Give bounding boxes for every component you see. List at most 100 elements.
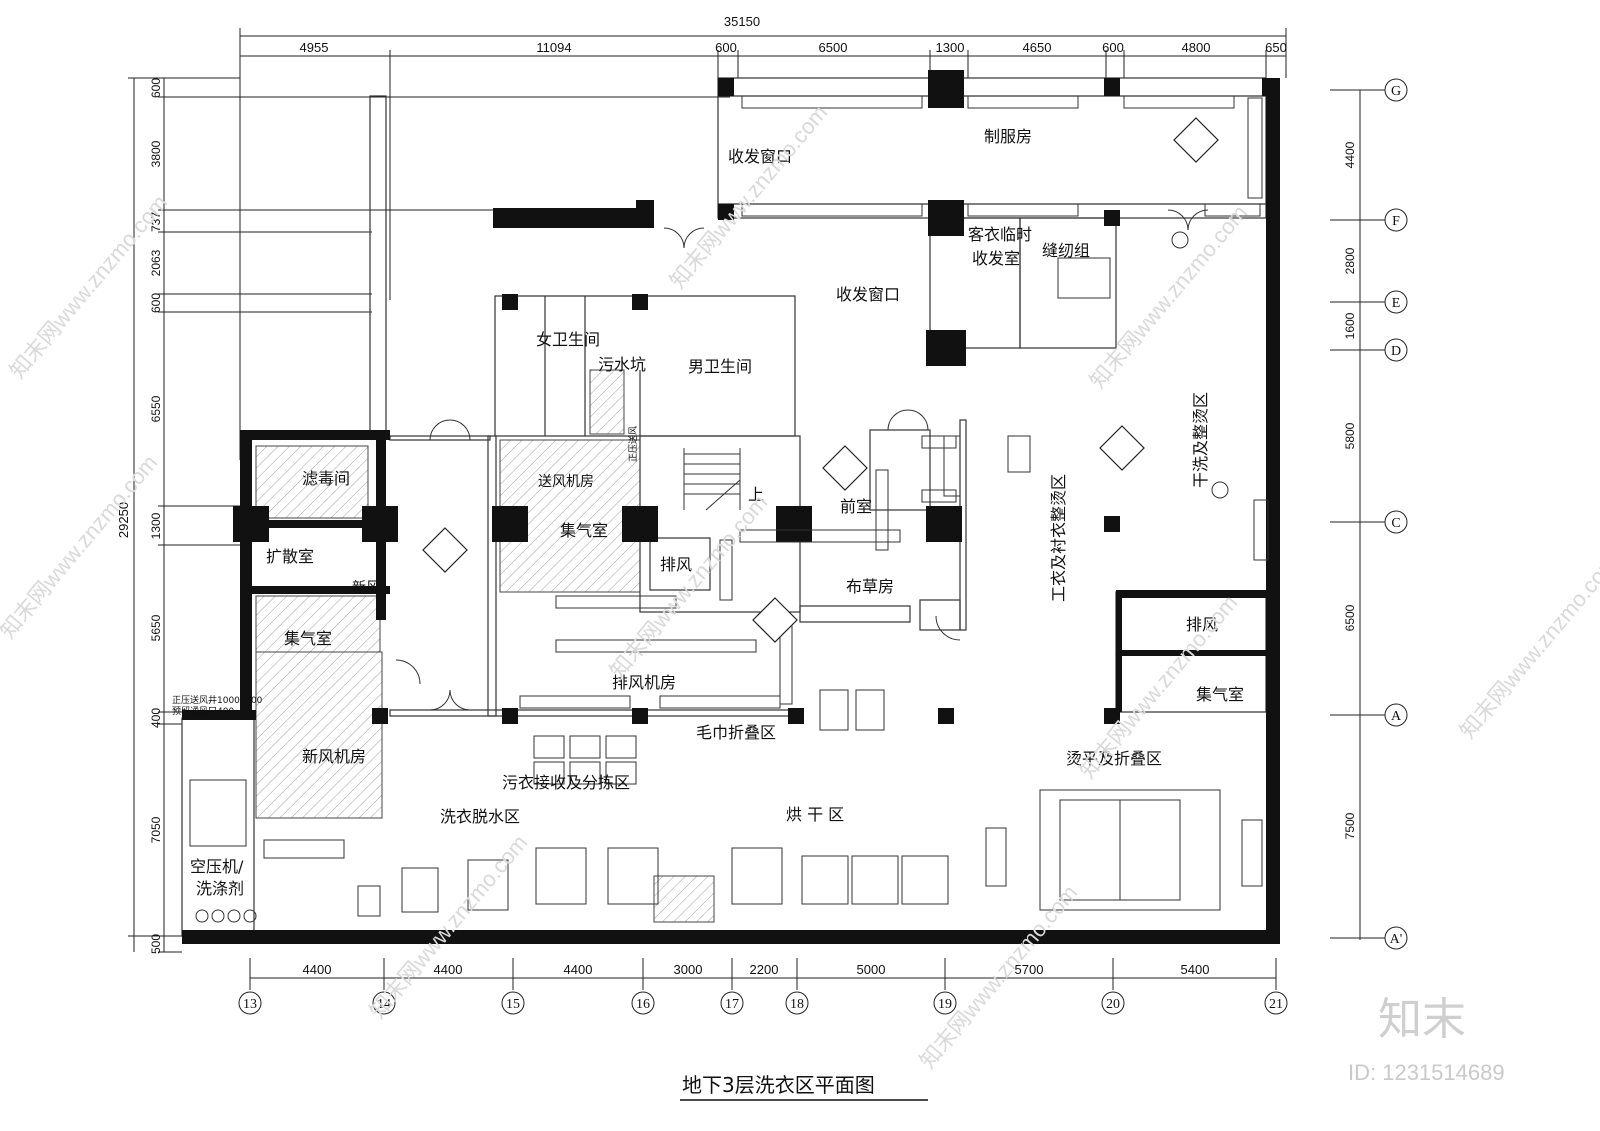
left-dim-4: 2063 [149,249,163,276]
left-dim-6: 6550 [149,395,163,422]
label-towel-fold: 毛巾折叠区 [696,723,776,742]
axis-20: 20 [1106,997,1120,1012]
label-duct-3: 预留通风口400 [172,705,234,717]
label-work-uniform: 工衣及衬衣整烫区 [1049,474,1068,602]
label-exhaust-1: 排风 [660,555,692,574]
label-compressor: 空压机/ [190,857,244,876]
top-dims: 4955 11094 600 6500 1300 4650 600 4800 6… [300,40,1287,55]
right-dim-5: 6500 [1343,604,1357,631]
bottom-dim-4: 3000 [674,962,703,977]
brand-logo: 知末 [1378,994,1466,1045]
axis-a: A [1391,709,1402,724]
top-dim-9: 650 [1265,40,1287,55]
racks [519,95,1263,709]
label-dirty-sort: 污衣接收及分拣区 [502,773,630,792]
right-axis-bubbles [1384,78,1408,950]
left-dim-8: 5650 [149,614,163,641]
axis-19: 19 [938,997,952,1012]
left-dim-9: 400 [149,708,163,728]
left-dim-1: 600 [149,78,163,98]
overall-width-dim: 35150 [724,14,760,29]
label-filter-room: 滤毒间 [302,469,350,488]
left-dim-2: 3800 [149,140,163,167]
label-sewage-pit: 污水坑 [598,355,646,374]
axis-16: 16 [636,997,650,1012]
right-dims: 4400 2800 1600 5800 6500 7500 [1343,141,1357,839]
label-exhaust-fan-room: 排风机房 [612,673,676,692]
axis-a-prime: A' [1390,932,1403,947]
label-dry-area: 烘 干 区 [786,805,844,824]
asset-id: ID: 1231514689 [1348,1060,1505,1085]
label-diffuse-room: 扩散室 [266,547,314,566]
left-dims: 600 3800 737 2063 600 6550 1300 5650 400… [149,78,163,954]
bottom-dim-5: 2200 [750,962,779,977]
label-fresh-air: 新风 [352,580,380,596]
label-gas-collect-3: 集气室 [1196,685,1244,704]
axis-13: 13 [243,997,257,1012]
top-dim-4: 6500 [819,40,848,55]
bottom-axis-bubbles [238,991,1288,1015]
top-dim-3: 600 [715,40,737,55]
bottom-dim-1: 4400 [303,962,332,977]
top-dim-2: 11094 [536,40,571,55]
axis-g: G [1391,84,1401,99]
top-dim-8: 4800 [1182,40,1211,55]
right-dim-2: 2800 [1343,247,1357,274]
label-women-wc: 女卫生间 [536,330,600,349]
doors [395,209,1209,711]
left-dim-11: 500 [149,934,163,954]
label-detergent: 洗涤剂 [196,879,244,898]
bottom-dims: 4400 4400 4400 3000 2200 5000 5700 5400 [303,962,1210,977]
label-gas-collect-2: 集气室 [284,629,332,648]
drawing-title: 地下3层洗衣区平面图 [682,1073,875,1097]
left-dim-5: 600 [149,293,163,313]
bottom-dim-2: 4400 [434,962,463,977]
bottom-dim-8: 5400 [1181,962,1210,977]
label-men-wc: 男卫生间 [688,357,752,376]
bottom-dim-6: 5000 [857,962,886,977]
top-dim-1: 4955 [300,40,329,55]
label-guest-temp-2: 收发室 [972,249,1020,268]
label-fresh-air-room: 新风机房 [302,747,366,766]
bottom-dim-3: 4400 [564,962,593,977]
right-dim-3: 1600 [1343,312,1357,339]
room-labels: 制服房 收发窗口 客衣临时 收发室 缝纫组 收发窗口 女卫生间 污水坑 男卫生间… [172,127,1244,898]
top-dim-6: 4650 [1023,40,1052,55]
axis-14: 14 [377,997,391,1012]
axis-e: E [1392,296,1401,311]
top-dim-5: 1300 [936,40,965,55]
label-gas-collect-1: 集气室 [560,521,608,540]
left-dim-7: 1300 [149,512,163,539]
label-exhaust-2: 排风 [1186,615,1218,634]
top-dim-7: 600 [1102,40,1124,55]
dimension-lines [128,28,1385,990]
watermark-3: 知末网www.znzmo.com [665,100,833,293]
label-wash-area: 洗衣脱水区 [440,807,520,826]
watermark-2: 知末网www.znzmo.com [0,450,162,643]
axis-d: D [1391,344,1401,359]
label-guest-temp: 客衣临时 [968,225,1032,244]
watermark-8: 知末网www.znzmo.com [915,880,1083,1073]
axis-21: 21 [1269,997,1283,1012]
axis-c: C [1391,516,1400,531]
label-sewing: 缝纫组 [1042,241,1090,260]
right-dim-4: 5800 [1343,422,1357,449]
axis-15: 15 [506,997,520,1012]
label-window-2: 收发窗口 [836,285,900,304]
axis-f: F [1392,214,1400,229]
watermark-1: 知末网www.znzmo.com [5,190,173,383]
ceiling-fixtures [422,117,1219,643]
label-duct-2: 正压送风井1000x100 [172,694,263,706]
label-dry-clean: 干洗及整烫区 [1191,392,1210,488]
bottom-dim-7: 5700 [1015,962,1044,977]
label-window-1: 收发窗口 [728,147,792,166]
right-axis-labels: G F E D C A A' [1390,84,1403,947]
overall-height-dim: 29250 [116,502,131,538]
label-linen-room: 布草房 [846,577,894,596]
watermark-9: 知末网www.znzmo.com [1455,550,1600,743]
right-dim-6: 7500 [1343,812,1357,839]
bottom-axis-labels: 13 14 15 16 17 18 19 20 21 [243,997,1283,1012]
axis-18: 18 [790,997,804,1012]
label-iron-fold: 烫平及折叠区 [1066,749,1162,768]
